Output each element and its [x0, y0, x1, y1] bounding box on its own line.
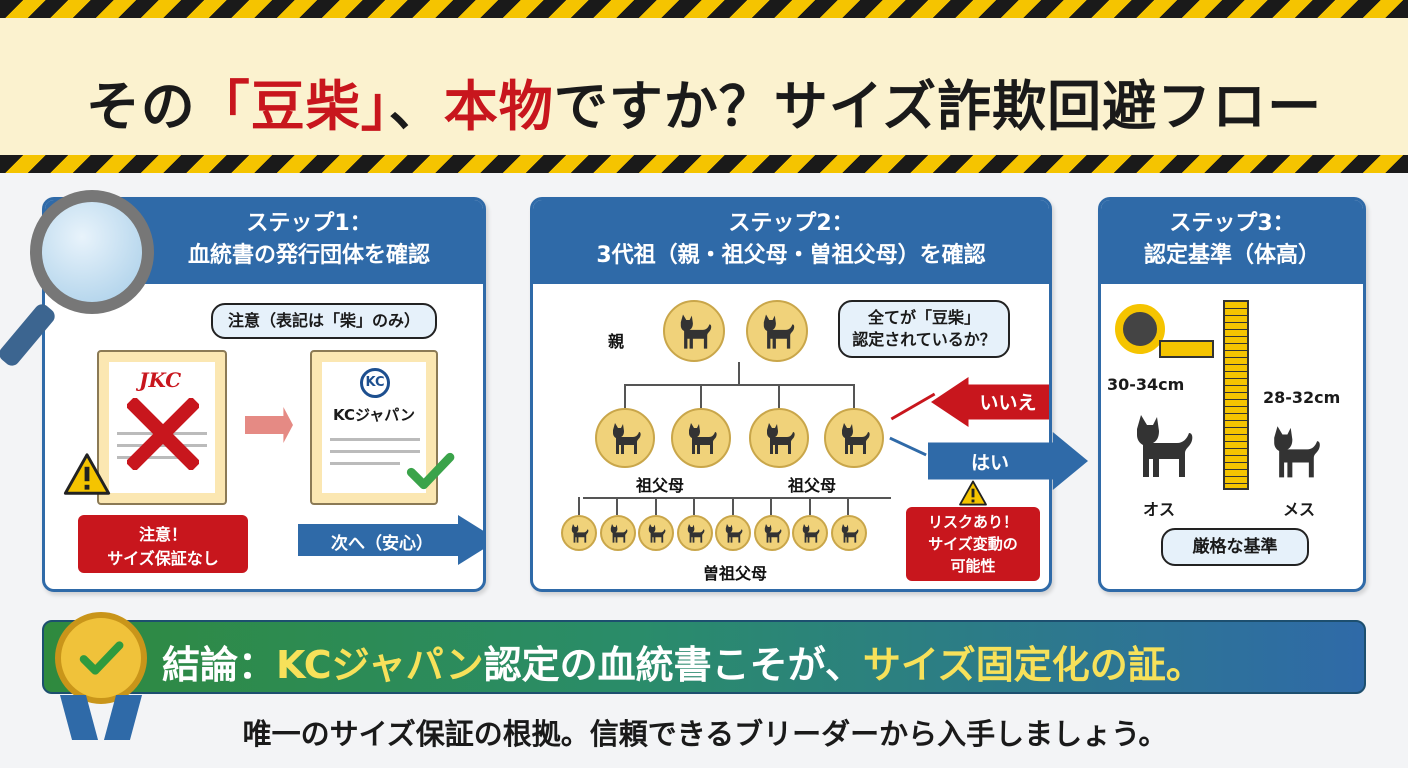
parent-label: 親: [608, 332, 625, 351]
kc-logo: KC: [360, 368, 390, 398]
risk-box: リスクあり！サイズ変動の可能性: [906, 507, 1040, 581]
tree-connector: [847, 497, 849, 515]
next-label: 次へ（安心）: [331, 534, 433, 554]
tape-measure-icon: [1115, 304, 1165, 354]
question-bubble: 全てが「豆柴」認定されているか？: [838, 300, 1010, 358]
great-grandparent-dog: [753, 515, 790, 551]
male-size: 30-34cm: [1107, 375, 1185, 394]
jkc-logo: JKC: [139, 368, 182, 392]
footer-text: 唯一のサイズ保証の根拠。信頼できるブリーダーから入手しましょう。: [242, 717, 1168, 751]
grandparent-dog: [824, 408, 884, 468]
risk-warning-icon: [958, 480, 988, 506]
male-label: オス: [1143, 500, 1176, 519]
grandparent-label: 祖父母: [788, 476, 837, 495]
hazard-stripe-bottom: [0, 155, 1408, 173]
warning-icon: [63, 452, 111, 496]
step3-header: ステップ3：認定基準（体高）: [1101, 200, 1363, 284]
great-grandparent-label: 曽祖父母: [703, 564, 768, 583]
notice-bubble: 注意（表記は「柴」のみ）: [211, 303, 437, 339]
grandparent-dog: [595, 408, 655, 468]
tree-connector: [578, 497, 580, 515]
no-guarantee-warning: 注意！サイズ保証なし: [78, 515, 248, 573]
grandparent-label: 祖父母: [636, 476, 685, 495]
tree-connector: [732, 497, 734, 515]
step2-panel: ステップ2：3代祖（親・祖父母・曽祖父母）を確認 親 全てが「豆柴」認定されてい…: [530, 197, 1052, 592]
title-banner: [0, 18, 1408, 155]
tree-connector: [616, 497, 618, 515]
female-size: 28-32cm: [1263, 388, 1341, 407]
strict-standard-bubble: 厳格な基準: [1161, 528, 1309, 566]
female-label: メス: [1283, 500, 1316, 519]
male-shiba-icon: [1121, 405, 1201, 485]
tape-measure-strip: [1159, 340, 1214, 358]
tree-connector: [770, 497, 772, 515]
step1-panel: ステップ1：血統書の発行団体を確認 注意（表記は「柴」のみ） JKC 注意！サイ…: [42, 197, 486, 592]
conclusion-text: 結論：KCジャパン認定の血統書こそが、サイズ固定化の証。: [162, 643, 1204, 687]
no-label: いいえ: [979, 392, 1037, 414]
parent-dog: [663, 300, 725, 362]
tree-connector: [809, 497, 811, 515]
hazard-stripe-top: [0, 0, 1408, 18]
conclusion-bar: 結論：KCジャパン認定の血統書こそが、サイズ固定化の証。: [42, 620, 1366, 694]
female-shiba-icon: [1261, 418, 1327, 484]
grandparent-dog: [749, 408, 809, 468]
cross-icon: [127, 398, 199, 470]
great-grandparent-dog: [599, 515, 636, 551]
check-icon: [405, 446, 455, 496]
great-grandparent-dog: [676, 515, 713, 551]
great-grandparent-dog: [561, 515, 597, 551]
kc-certificate: KC KCジャパン: [310, 350, 438, 505]
yes-label: はい: [970, 452, 1009, 474]
award-badge-icon: [55, 612, 147, 704]
ruler-icon: [1223, 300, 1249, 490]
grandparent-dog: [671, 408, 731, 468]
page-title: その「豆柴」、本物ですか？サイズ詐欺回避フロー: [85, 75, 1323, 138]
tree-connector: [693, 497, 695, 515]
step2-header: ステップ2：3代祖（親・祖父母・曽祖父母）を確認: [533, 200, 1049, 284]
great-grandparent-dog: [638, 515, 674, 551]
arrow-right-icon: [245, 407, 293, 443]
kc-name: KCジャパン: [333, 406, 415, 424]
step3-panel: ステップ3：認定基準（体高） 30-34cm 28-32cm オス メス 厳格な…: [1098, 197, 1366, 592]
parent-dog: [746, 300, 808, 362]
great-grandparent-dog: [792, 515, 828, 551]
tree-connector: [655, 497, 657, 515]
jkc-certificate: JKC: [97, 350, 227, 505]
no-branch-line: [890, 392, 936, 421]
great-grandparent-dog: [830, 515, 867, 551]
yes-branch-line: [889, 436, 927, 457]
great-grandparent-dog: [715, 515, 751, 551]
step1-header: ステップ1：血統書の発行団体を確認: [45, 200, 483, 284]
magnifier-icon: [30, 190, 154, 314]
